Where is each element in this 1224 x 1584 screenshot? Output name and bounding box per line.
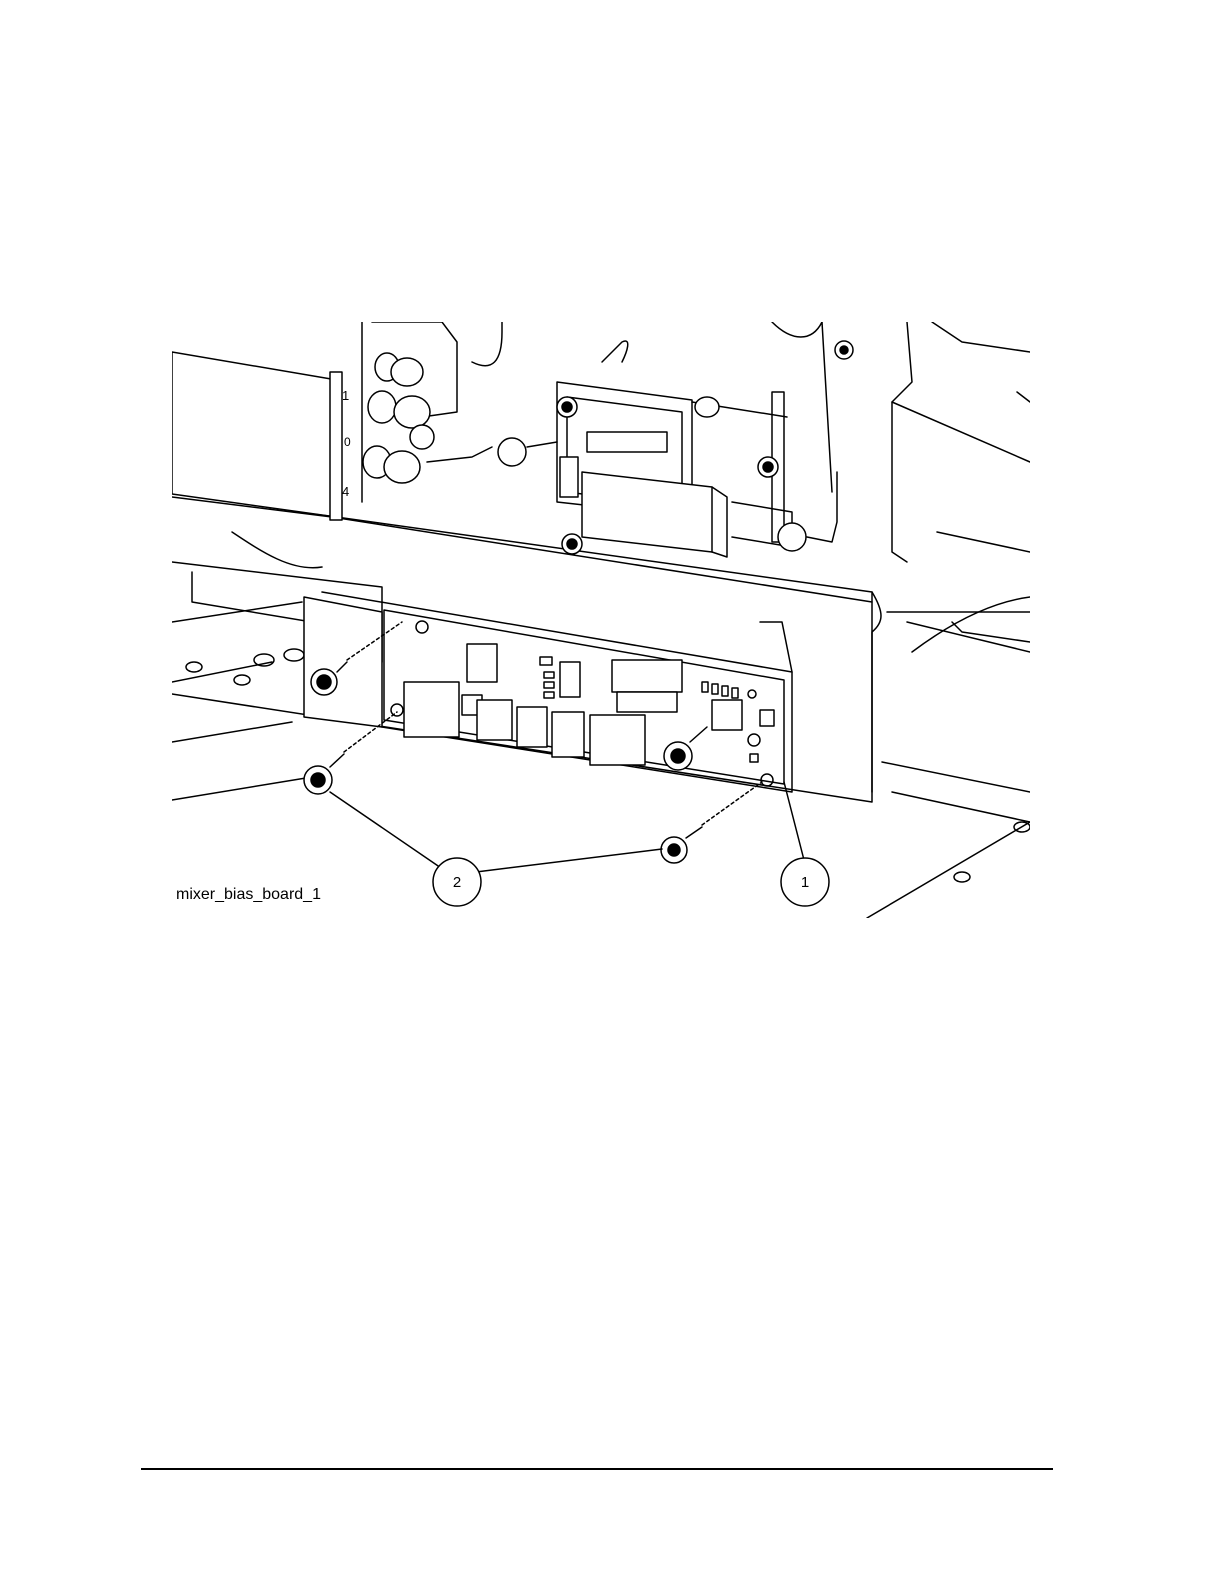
- footer-rule: [141, 1468, 1053, 1470]
- callout-1: 1: [781, 858, 829, 906]
- screw-bottom: [661, 782, 762, 863]
- callout-2: 2: [433, 858, 481, 906]
- connector-panel: 1 0 4: [330, 322, 502, 520]
- panel-mark-3: 4: [342, 484, 349, 499]
- panel-mark-2: 0: [344, 435, 351, 449]
- callout-2-number: 2: [453, 874, 461, 891]
- callout-1-number: 1: [801, 874, 809, 891]
- figure-label: mixer_bias_board_1: [176, 886, 321, 904]
- bracket-assembly: [498, 322, 853, 557]
- panel-mark-1: 1: [342, 388, 349, 403]
- assembly-drawing: 1 0 4: [172, 322, 1030, 918]
- callout-leaders: [330, 782, 804, 872]
- mixer-bias-board-illustration: 1 0 4: [172, 322, 1030, 918]
- right-frame: [892, 322, 1030, 642]
